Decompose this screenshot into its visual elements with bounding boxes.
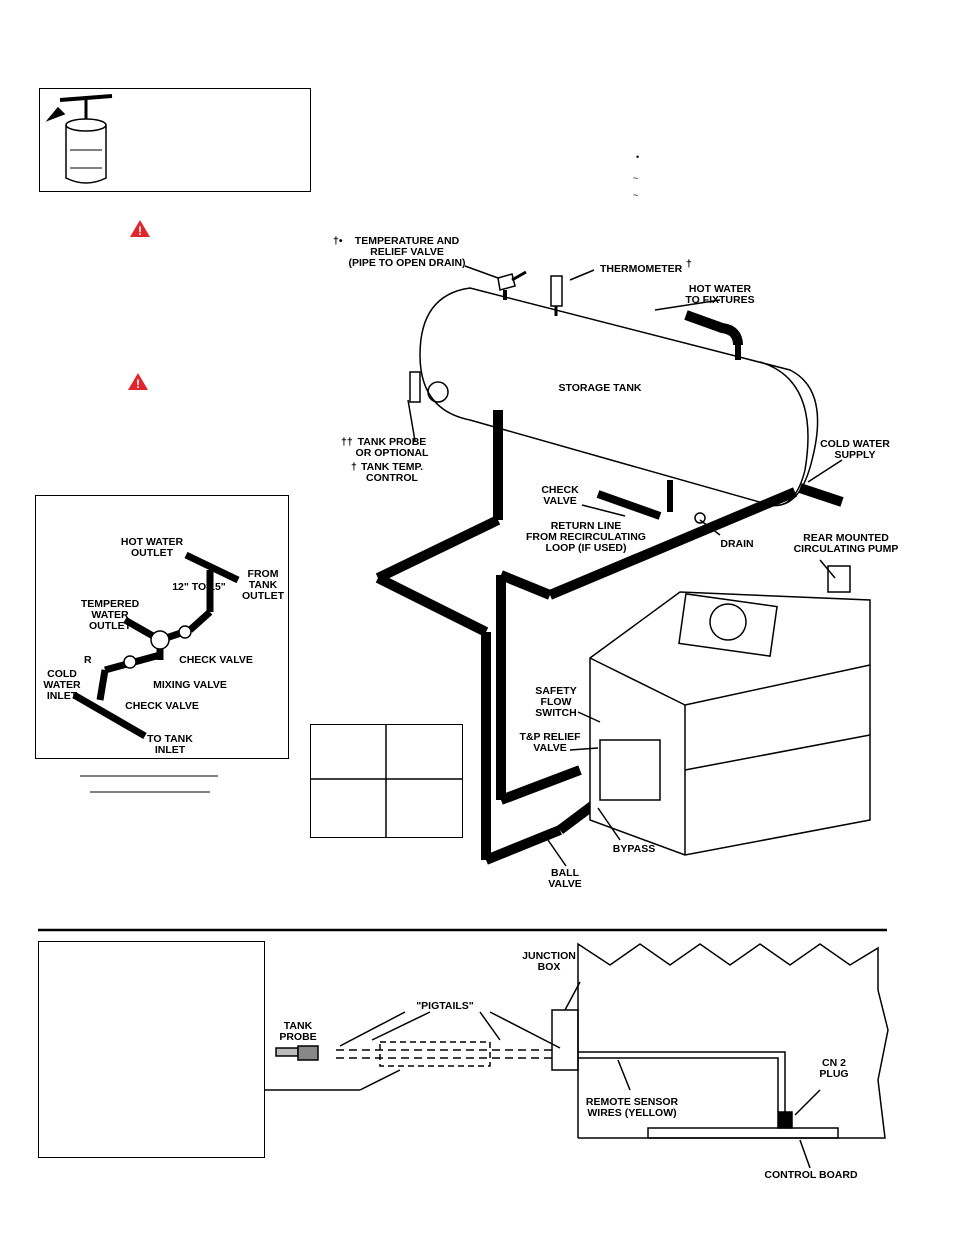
tempered-label: TEMPERED WATER OUTLET	[80, 598, 140, 632]
sensor-note-box	[38, 941, 265, 1158]
bypass-label: BYPASS	[612, 843, 656, 855]
svg-text:!: !	[136, 377, 140, 391]
thermometer-label: THERMOMETER	[600, 263, 683, 275]
mixing-valve-drawing	[72, 551, 240, 740]
sensor-drawing	[265, 942, 889, 1169]
safety-flow-label: SAFETY FLOW SWITCH	[535, 685, 577, 719]
remote-wires-label: REMOTE SENSOR WIRES (YELLOW)	[585, 1096, 679, 1119]
check-valve-1-label: CHECK VALVE	[179, 654, 253, 666]
to-tank-label: TO TANK INLET	[147, 733, 193, 756]
warning-icon: !	[130, 220, 150, 238]
cold-supply-label: COLD WATER SUPPLY	[820, 438, 890, 461]
tank-temp-label: TANK TEMP. CONTROL	[360, 461, 424, 484]
legend-mark: ~	[633, 190, 638, 200]
ball-valve-label: BALL VALVE	[548, 867, 582, 890]
tp-valve-label: TEMPERATURE AND RELIEF VALVE (PIPE TO OP…	[348, 235, 466, 269]
distance-label: 12" TO 15"	[172, 581, 226, 593]
cold-inlet-label: COLD WATER INLET	[43, 668, 81, 702]
legend-bullet: •	[636, 152, 639, 162]
tp-relief-label: T&P RELIEF VALVE	[519, 731, 581, 754]
return-line-label: RETURN LINE FROM RECIRCULATING LOOP (IF …	[526, 520, 646, 554]
tank-probe-marks: ††	[341, 436, 353, 448]
drain-label: DRAIN	[720, 538, 754, 550]
tank-probe-sensor-label: TANK PROBE	[279, 1020, 317, 1043]
r-label: R	[84, 654, 92, 666]
mixing-valve-label: MIXING VALVE	[153, 679, 227, 691]
check-valve-2-label: CHECK VALVE	[125, 700, 199, 712]
tank-icon-box	[39, 88, 311, 192]
legend-mark: ~	[633, 173, 638, 183]
storage-tank-drawing	[375, 270, 871, 865]
warning-icon: !	[128, 373, 148, 391]
tank-temp-mark: †	[351, 461, 357, 473]
cn2-plug-label: CN 2 PLUG	[819, 1057, 849, 1080]
hot-outlet-label: HOT WATER OUTLET	[120, 536, 184, 559]
thermometer-mark: †	[686, 258, 692, 270]
svg-text:!: !	[138, 224, 142, 238]
storage-tank-label: STORAGE TANK	[558, 382, 642, 394]
tp-valve-marks: †•	[333, 235, 343, 247]
mixing-valve-diagram-box	[35, 495, 289, 759]
junction-box-label: JUNCTION BOX	[522, 950, 576, 973]
check-valve-label: CHECK VALVE	[541, 484, 579, 507]
pigtails-label: "PIGTAILS"	[416, 1000, 474, 1012]
tank-probe-label: TANK PROBE OR OPTIONAL	[355, 436, 429, 459]
tank-icon	[45, 94, 113, 184]
rear-pump-label: REAR MOUNTED CIRCULATING PUMP	[793, 532, 899, 555]
hot-to-fixtures-label: HOT WATER TO FIXTURES	[685, 283, 755, 306]
from-tank-label: FROM TANK OUTLET	[242, 568, 284, 602]
control-board-label: CONTROL BOARD	[764, 1169, 858, 1181]
